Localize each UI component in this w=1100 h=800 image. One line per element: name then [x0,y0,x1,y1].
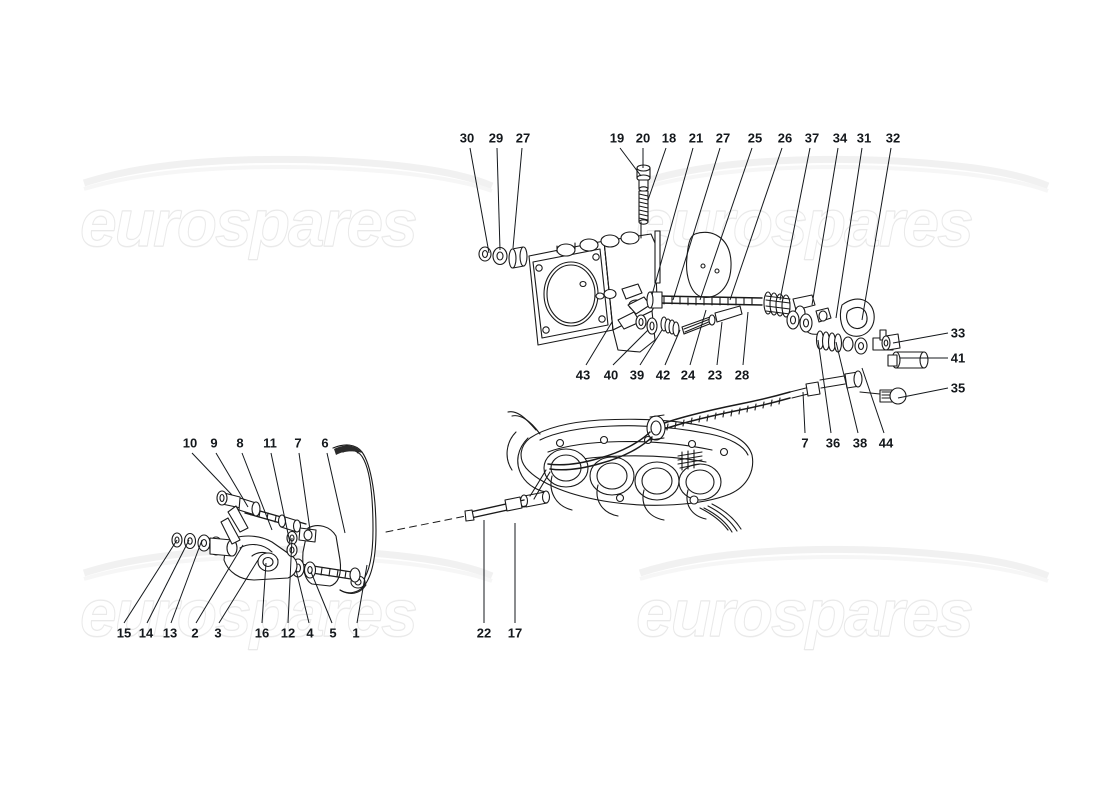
callout-label-31[interactable]: 31 [856,130,872,146]
callout-label-9[interactable]: 9 [210,435,218,451]
callout-label-22[interactable]: 22 [476,625,492,641]
intake-manifold [506,411,754,533]
leader-line-36 [817,339,832,434]
callout-label-21[interactable]: 21 [688,130,704,146]
leader-line-27b [672,147,721,301]
leader-line-10 [191,452,233,496]
washer-spacer-group-left [478,246,528,269]
callout-label-40[interactable]: 40 [603,367,619,383]
callout-label-27a[interactable]: 27 [515,130,531,146]
callout-label-39[interactable]: 39 [629,367,645,383]
callout-label-44[interactable]: 44 [878,435,894,451]
callout-label-28[interactable]: 28 [734,367,750,383]
leader-line-31 [835,147,863,319]
leader-line-29 [496,147,501,251]
oval-cover-plate [686,231,732,298]
leader-line-42 [664,329,681,366]
callout-label-10[interactable]: 10 [182,435,198,451]
callout-label-2[interactable]: 2 [191,625,199,641]
leader-line-38 [835,341,859,434]
callout-label-7a[interactable]: 7 [294,435,302,451]
leader-line-30 [469,147,490,254]
leader-line-16 [261,562,267,624]
callout-label-33[interactable]: 33 [950,325,966,341]
leader-line-27a [512,147,523,249]
callout-label-12[interactable]: 12 [280,625,296,641]
callout-label-38[interactable]: 38 [852,435,868,451]
leader-line-21 [651,147,694,296]
callout-label-5[interactable]: 5 [329,625,337,641]
right-fastener-group [859,333,929,405]
leader-line-44 [861,367,885,434]
callout-label-29[interactable]: 29 [488,130,504,146]
callout-label-19[interactable]: 19 [609,130,625,146]
leader-line-18 [647,147,667,201]
leader-line-35 [897,387,949,399]
seal-spring-group [635,305,743,337]
leader-line-43 [585,321,613,366]
callout-label-24[interactable]: 24 [680,367,696,383]
leader-line-13 [170,539,203,624]
callout-label-43[interactable]: 43 [575,367,591,383]
leader-line-23 [716,321,723,366]
leader-line-24 [689,309,707,366]
leader-line-1 [356,564,368,624]
callout-label-25[interactable]: 25 [747,130,763,146]
callout-label-18[interactable]: 18 [661,130,677,146]
callout-label-35[interactable]: 35 [950,380,966,396]
callout-label-23[interactable]: 23 [707,367,723,383]
leader-line-3 [218,559,259,624]
leader-line-37 [779,147,811,301]
leader-line-40 [612,329,649,366]
leader-line-11 [270,452,291,544]
callout-label-36[interactable]: 36 [825,435,841,451]
leader-line-7a [298,452,311,531]
leader-line-5 [310,571,333,624]
leader-line-9 [215,452,249,508]
accelerator-pedal-assembly [171,444,377,594]
leader-line-12 [287,537,293,624]
leader-line-28 [742,311,749,366]
callout-label-26[interactable]: 26 [777,130,793,146]
callout-label-41[interactable]: 41 [950,350,966,366]
callout-label-14[interactable]: 14 [138,625,154,641]
leader-line-39 [639,329,663,366]
throttle-body-housing [528,231,658,353]
callout-label-16[interactable]: 16 [254,625,270,641]
callout-label-4[interactable]: 4 [306,625,314,641]
callout-label-8[interactable]: 8 [236,435,244,451]
leader-line-14 [146,539,190,624]
callout-label-34[interactable]: 34 [832,130,848,146]
leader-line-32 [861,147,892,321]
leader-line-8 [241,452,273,531]
leader-line-34 [811,147,839,306]
callout-label-6[interactable]: 6 [321,435,329,451]
callout-label-15[interactable]: 15 [116,625,132,641]
callout-label-32[interactable]: 32 [885,130,901,146]
callout-label-3[interactable]: 3 [214,625,222,641]
leader-line-6 [326,452,346,534]
leader-line-7b [802,391,806,434]
leader-line-15 [123,539,178,624]
leader-line-2 [195,544,244,624]
callout-leader-lines [123,147,949,624]
leader-line-26 [729,147,783,301]
callout-label-37[interactable]: 37 [804,130,820,146]
leader-line-25 [699,147,753,301]
leader-line-33 [892,332,949,344]
callout-label-27b[interactable]: 27 [715,130,731,146]
throttle-linkage-rod-assembly [646,291,894,355]
callout-label-1[interactable]: 1 [352,625,360,641]
leader-line-4 [295,569,310,624]
callout-label-17[interactable]: 17 [507,625,523,641]
callout-label-30[interactable]: 30 [459,130,475,146]
callout-label-7b[interactable]: 7 [801,435,809,451]
callout-label-11[interactable]: 11 [263,435,277,451]
callout-label-13[interactable]: 13 [162,625,178,641]
callout-label-20[interactable]: 20 [635,130,651,146]
callout-label-42[interactable]: 42 [655,367,671,383]
leader-line-19 [619,147,642,177]
